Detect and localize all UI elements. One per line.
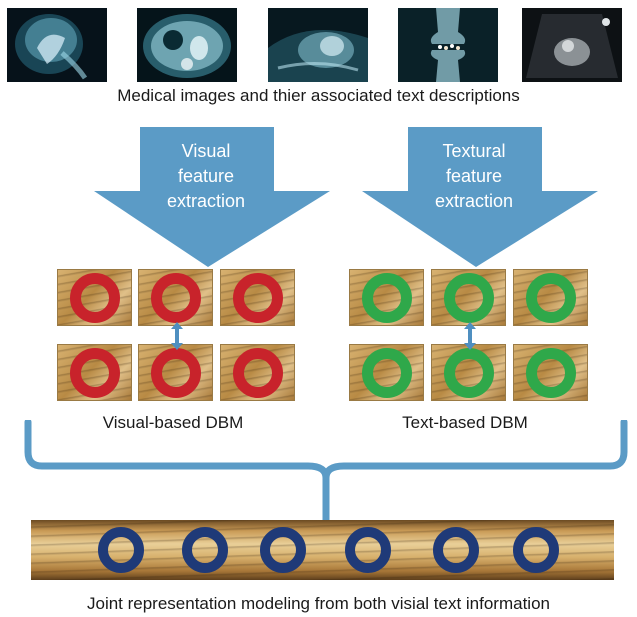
visual-dbm-node xyxy=(138,269,213,326)
visual-dbm-node xyxy=(57,344,132,401)
visual-feature-arrow xyxy=(94,127,330,267)
caption-text-dbm: Text-based DBM xyxy=(402,413,528,432)
joint-node xyxy=(433,527,479,573)
visual-dbm-node xyxy=(220,344,295,401)
caption-visual-dbm: Visual-based DBM xyxy=(102,413,244,432)
text-dbm-node xyxy=(349,269,424,326)
visual-label-line: extraction xyxy=(166,191,246,211)
textual-label-line: Textural xyxy=(442,141,506,161)
visual-label-line: Visual xyxy=(181,141,231,161)
textual-label-line: extraction xyxy=(434,191,514,211)
joint-node xyxy=(98,527,144,573)
textual-feature-extraction-label: Textural feature extraction xyxy=(408,139,540,214)
text-dbm-node xyxy=(349,344,424,401)
visual-feature-extraction-label: Visual feature extraction xyxy=(140,139,272,214)
joint-node xyxy=(182,527,228,573)
joint-node xyxy=(260,527,306,573)
thumbnail-abdomen-ct xyxy=(137,8,237,82)
joining-bracket xyxy=(24,420,628,530)
visual-label-line: feature xyxy=(177,166,235,186)
thumbnail-ultrasound-scan xyxy=(522,8,622,82)
textual-label-line: feature xyxy=(445,166,503,186)
visual-dbm-connector-arrow xyxy=(171,322,183,350)
thumbnail-joint-xray xyxy=(398,8,498,82)
visual-dbm-node xyxy=(220,269,295,326)
text-dbm-node xyxy=(513,269,588,326)
thumbnail-brain-mri xyxy=(7,8,107,82)
text-dbm-connector-arrow xyxy=(464,322,476,350)
text-dbm-node xyxy=(431,344,506,401)
text-dbm-node xyxy=(431,269,506,326)
caption-medical-images: Medical images and thier associated text… xyxy=(117,86,520,105)
text-dbm-node xyxy=(513,344,588,401)
visual-dbm-node xyxy=(138,344,213,401)
textual-feature-arrow xyxy=(362,127,598,267)
thumbnail-fetal-ultrasound xyxy=(268,8,368,82)
joint-node xyxy=(513,527,559,573)
caption-joint-representation: Joint representation modeling from both … xyxy=(86,594,550,613)
visual-dbm-node xyxy=(57,269,132,326)
joint-node xyxy=(345,527,391,573)
